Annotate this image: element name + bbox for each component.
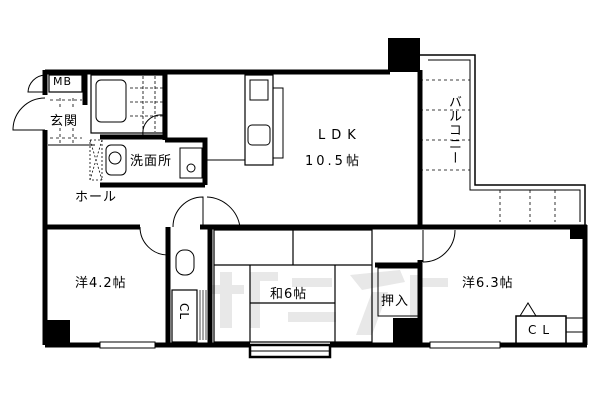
western-room-2-label: 洋6.3帖 xyxy=(462,276,514,291)
oshiire-label: 押入 xyxy=(381,294,410,309)
mb-label: MB xyxy=(53,75,73,88)
balcony-label: バルコニー xyxy=(446,95,461,165)
japanese-room-label: 和6帖 xyxy=(270,287,308,302)
pillar xyxy=(388,38,420,72)
western-room-1-label: 洋4.2帖 xyxy=(75,276,127,291)
watermark-logo xyxy=(210,270,448,335)
balcony-outline xyxy=(420,54,586,225)
closet-1-label: CL xyxy=(177,303,191,321)
genkan-label: 玄関 xyxy=(50,114,79,129)
ldk-size-label: 10.5帖 xyxy=(305,154,362,169)
ldk-name-label: LDK xyxy=(318,128,362,143)
hall-label: ホール xyxy=(75,190,118,205)
closet-2-label: CL xyxy=(528,323,556,337)
washroom-label: 洗面所 xyxy=(130,154,173,169)
